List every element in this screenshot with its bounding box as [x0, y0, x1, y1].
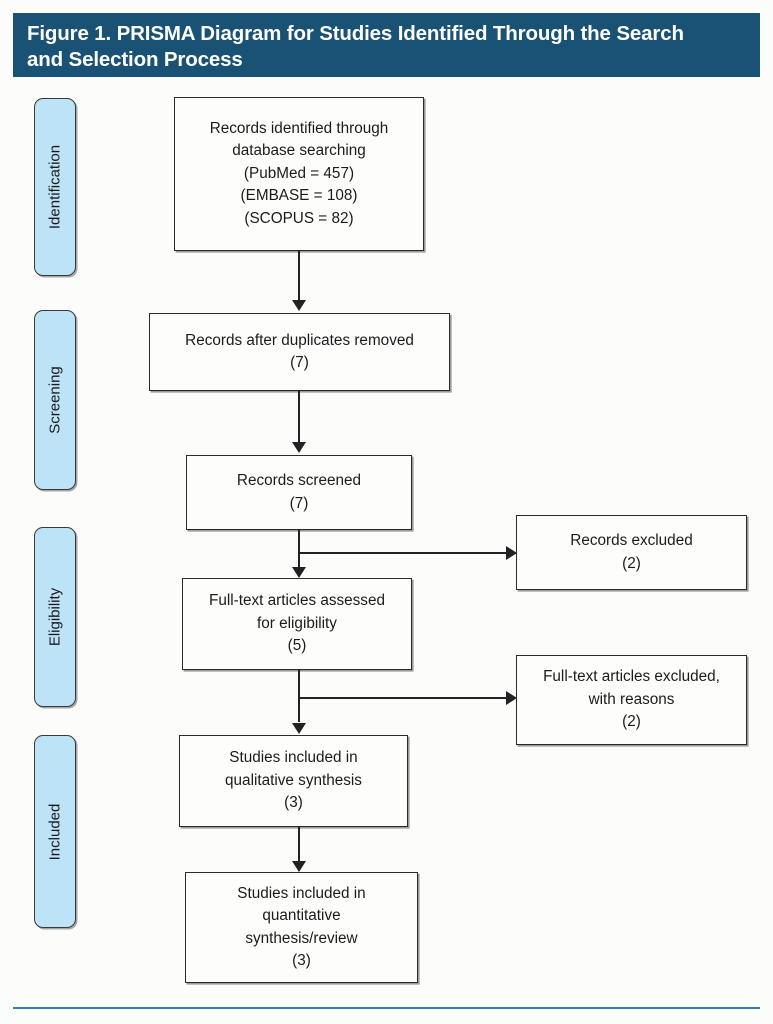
box-qualitative-synthesis-text: Studies included in qualitative synthesi…	[225, 749, 362, 812]
arrowhead-fulltext-to-excluded	[506, 691, 517, 705]
stage-tab-screening: Screening	[34, 310, 76, 490]
box-fulltext-assessed-text: Full-text articles assessed for eligibil…	[209, 592, 385, 655]
connector-qualitative-to-quantitative	[298, 827, 301, 871]
footer-divider	[13, 1007, 760, 1010]
stage-tab-screening-label: Screening	[46, 366, 64, 434]
box-fulltext-excluded: Full-text articles excluded, with reason…	[516, 655, 747, 745]
arrowhead-duplicates-to-screened	[292, 442, 306, 453]
stage-tab-eligibility: Eligibility	[34, 527, 76, 707]
figure-title: Figure 1. PRISMA Diagram for Studies Ide…	[27, 22, 684, 71]
stage-tab-identification-label: Identification	[46, 144, 64, 230]
connector-screened-to-fulltext	[298, 530, 301, 570]
box-records-after-duplicates: Records after duplicates removed (7)	[149, 313, 450, 391]
stage-tab-identification: Identification	[34, 98, 76, 276]
connector-identified-to-duplicates	[298, 251, 301, 302]
arrowhead-screened-to-fulltext	[292, 567, 306, 578]
stage-tab-included-label: Included	[46, 803, 64, 860]
box-fulltext-excluded-text: Full-text articles excluded, with reason…	[543, 668, 720, 731]
box-qualitative-synthesis: Studies included in qualitative synthesi…	[179, 735, 408, 827]
arrowhead-screened-to-excluded	[506, 546, 517, 560]
box-records-excluded-text: Records excluded (2)	[570, 532, 693, 572]
connector-fulltext-to-excluded	[298, 697, 508, 700]
box-records-screened: Records screened (7)	[186, 455, 412, 530]
connector-screened-to-excluded	[298, 552, 508, 555]
connector-fulltext-to-qualitative	[298, 670, 301, 722]
arrowhead-fulltext-to-qualitative	[292, 723, 306, 734]
connector-duplicates-to-screened	[298, 391, 301, 444]
stage-tab-included: Included	[34, 735, 76, 928]
box-records-excluded: Records excluded (2)	[516, 515, 747, 590]
box-quantitative-synthesis: Studies included in quantitative synthes…	[185, 872, 418, 983]
box-records-screened-text: Records screened (7)	[236, 472, 362, 512]
figure-title-banner: Figure 1. PRISMA Diagram for Studies Ide…	[13, 13, 760, 77]
stage-tab-eligibility-label: Eligibility	[46, 587, 64, 647]
box-fulltext-assessed: Full-text articles assessed for eligibil…	[182, 578, 412, 670]
box-records-identified-text: Records identified through database sear…	[209, 119, 389, 227]
box-records-identified: Records identified through database sear…	[174, 97, 424, 251]
arrowhead-qualitative-to-quantitative	[292, 861, 306, 872]
box-records-after-duplicates-text: Records after duplicates removed (7)	[185, 331, 414, 372]
box-quantitative-synthesis-text: Studies included in quantitative synthes…	[237, 884, 366, 970]
arrowhead-identified-to-duplicates	[292, 300, 306, 311]
